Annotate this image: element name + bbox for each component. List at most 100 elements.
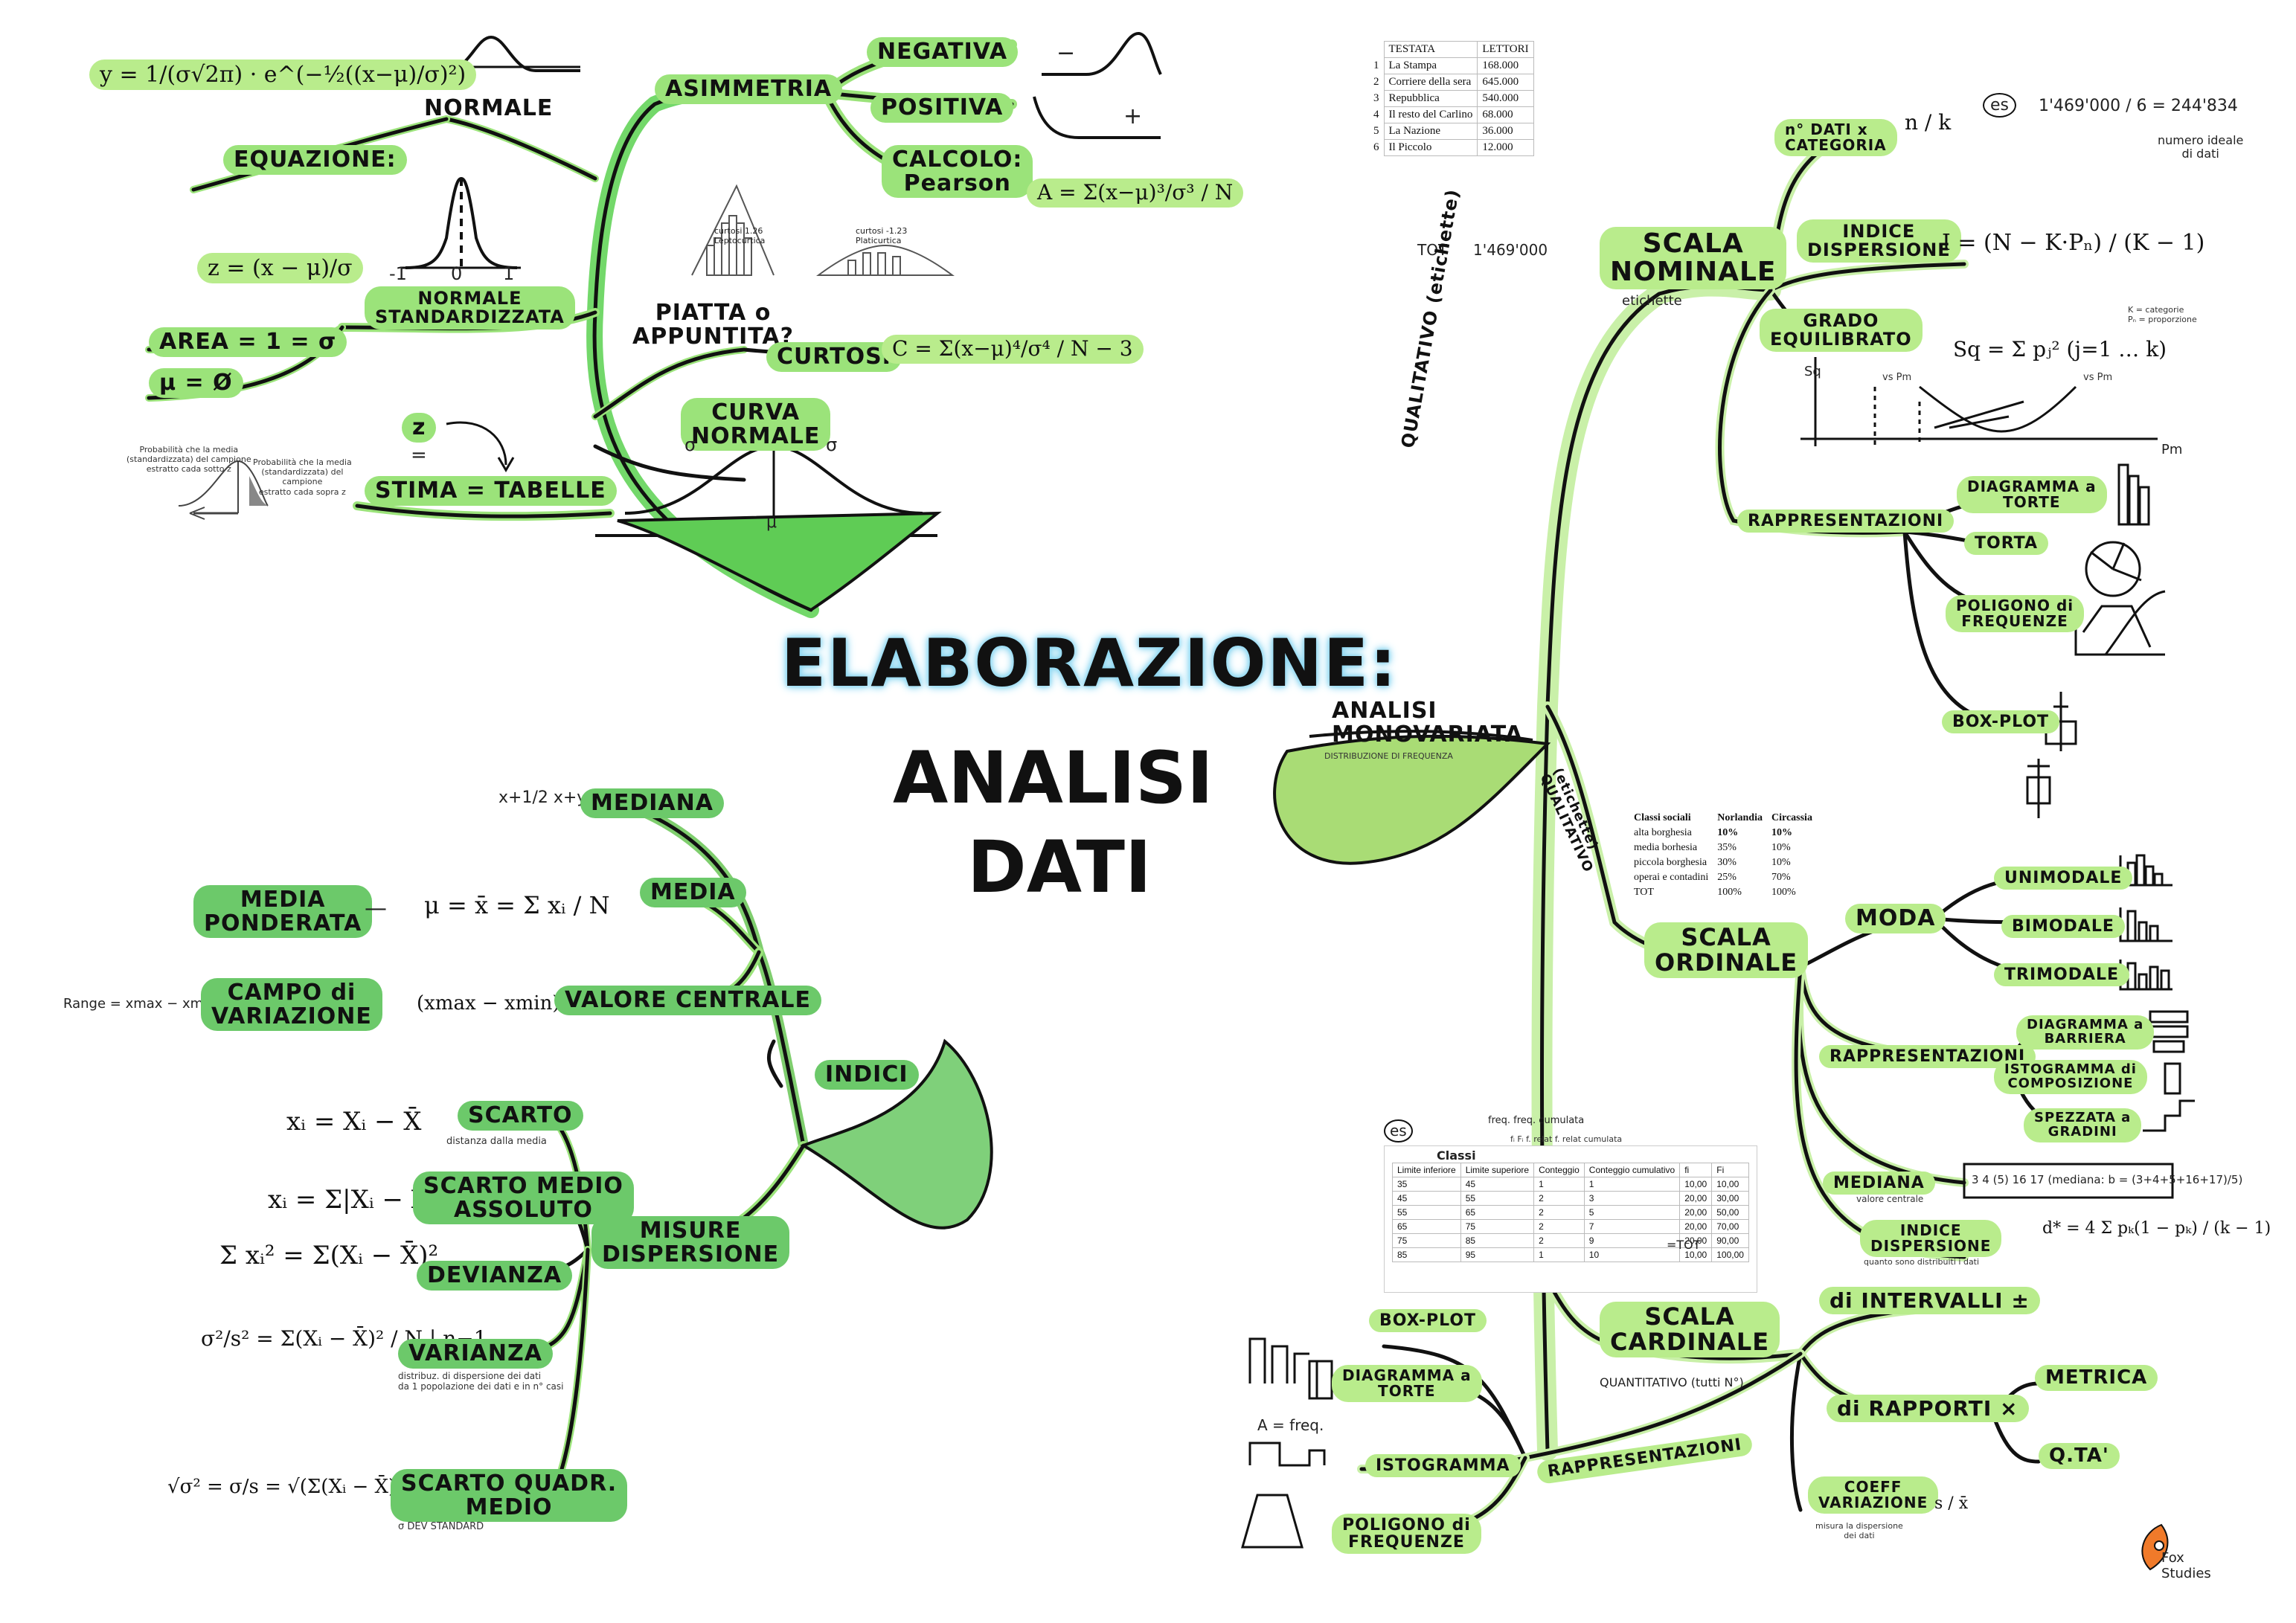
formula-indice: I = (N − K·Pₙ) / (K − 1)	[1942, 230, 2205, 256]
label-es: es	[1983, 93, 2016, 118]
node-box-plot: BOX-PLOT	[1942, 710, 2060, 734]
class-cell: 10%	[1771, 827, 1792, 838]
node-poligono-cardinale: POLIGONO di FREQUENZE	[1332, 1514, 1481, 1555]
formula-z: z = (x − μ)/σ	[197, 253, 363, 283]
freq-header-cell: Fi	[1711, 1163, 1749, 1178]
freq-cell: 90,00	[1711, 1233, 1749, 1249]
label-prob-left: Probabilità che la media (standardizzata…	[126, 445, 251, 475]
class-header: Classi sociali	[1634, 812, 1691, 823]
class-cell: media borhesia	[1634, 842, 1698, 853]
freq-cell: 10	[1583, 1247, 1681, 1263]
node-trimodale: TRIMODALE	[1994, 963, 2130, 987]
class-cell: 10%	[1771, 842, 1791, 853]
node-asimmetria: ASIMMETRIA	[655, 74, 843, 104]
tot-label: TOT	[1417, 241, 1448, 259]
table-cell: Il resto del Carlino	[1383, 106, 1478, 123]
node-devianza: DEVIANZA	[417, 1261, 573, 1291]
node-istogramma-composizione: ISTOGRAMMA di COMPOSIZIONE	[1994, 1060, 2147, 1094]
freq-cell: 30,00	[1711, 1191, 1749, 1206]
node-curva-normale: CURVA NORMALE	[681, 398, 831, 451]
node-negativa: NEGATIVA	[867, 37, 1019, 67]
formula-gaussian: y = 1/(σ√2π) · e^(−½((x−μ)/σ)²)	[89, 60, 477, 90]
formula-asimmetria: A = Σ(x−μ)³/σ³ / N	[1027, 179, 1244, 208]
table-cell: 168.000	[1477, 57, 1534, 74]
formula-valore-centrale: (xmax − xmin)/2	[417, 992, 579, 1015]
freq-cell: 2	[1533, 1219, 1585, 1235]
node-analisi-monovariata: ANALISI MONOVARIATA	[1332, 698, 1524, 748]
table-cell: Repubblica	[1383, 90, 1478, 107]
note-scarto: distanza dalla media	[446, 1136, 547, 1147]
freq-cell: 1	[1533, 1247, 1585, 1263]
freq-cell: 85	[1460, 1233, 1535, 1249]
freq-cell: 9	[1583, 1233, 1681, 1249]
freq-cell: 85	[1392, 1247, 1461, 1263]
node-valore-centrale: VALORE CENTRALE	[554, 986, 821, 1015]
tot-value: 1'469'000	[1473, 241, 1548, 259]
freq-cell: 2	[1533, 1205, 1585, 1221]
freq-header-cell: Conteggio	[1533, 1163, 1585, 1178]
freq-cell: 7	[1583, 1219, 1681, 1235]
table-header-testata: TESTATA	[1383, 41, 1478, 58]
class-tot: 100%	[1717, 887, 1742, 898]
axis-vs-pm-right: vs Pm	[2083, 372, 2113, 383]
node-equazione: EQUAZIONE:	[223, 145, 407, 175]
node-indice-dispersione-ordinale: INDICE DISPERSIONE	[1860, 1220, 2002, 1257]
table-cell: La Nazione	[1383, 123, 1478, 140]
node-moda: MODA	[1845, 904, 1946, 933]
node-misure-dispersione: MISURE DISPERSIONE	[591, 1216, 790, 1269]
node-mediana: MEDIANA	[580, 788, 724, 818]
freq-cell: 20,00	[1679, 1205, 1713, 1221]
node-scala-cardinale: SCALA CARDINALE	[1600, 1302, 1780, 1358]
table-cell: 1	[1373, 60, 1379, 71]
class-tot: TOT	[1634, 887, 1654, 898]
label-equals: =	[411, 444, 427, 466]
formula-d-star: d* = 4 Σ pₖ(1 − pₖ) / (k − 1)	[2042, 1219, 2271, 1238]
freq-cell: 70,00	[1711, 1219, 1749, 1235]
node-normale-standardizzata: NORMALE STANDARDIZZATA	[365, 286, 575, 330]
freq-cell: 75	[1460, 1219, 1535, 1235]
table-header-index	[1369, 42, 1384, 58]
formula-range: Range = xmax − xmin	[63, 996, 216, 1012]
node-scarto-medio-assoluto: SCARTO MEDIO ASSOLUTO	[413, 1172, 634, 1224]
node-indice-dispersione: INDICE DISPERSIONE	[1797, 219, 1961, 263]
axis-pm: Pm	[2161, 442, 2183, 457]
class-cell: 10%	[1771, 857, 1791, 868]
node-normale: NORMALE	[424, 95, 554, 121]
class-cell: 70%	[1771, 872, 1791, 883]
class-cell: 25%	[1717, 872, 1737, 883]
note-etichette: etichette	[1622, 293, 1682, 309]
freq-header: freq. freq. cumulata	[1488, 1115, 1585, 1126]
node-area: AREA = 1 = σ	[149, 327, 347, 357]
table-cell: 12.000	[1477, 139, 1534, 156]
node-diagramma-barriera: DIAGRAMMA a BARRIERA	[2016, 1015, 2155, 1050]
brand-fox-studies: Fox Studies	[2161, 1550, 2211, 1581]
table-cell: 36.000	[1477, 123, 1534, 140]
tick-minus-one: -1	[389, 263, 407, 284]
table-cell: 3	[1373, 92, 1379, 104]
formula-n-k: n / k	[1905, 110, 1952, 135]
node-grado-equilibrato: GRADO EQUILIBRATO	[1760, 309, 1923, 353]
freq-cell: 10,00	[1679, 1247, 1713, 1263]
formula-cv: s / x̄	[1934, 1494, 1969, 1513]
freq-title: Classi	[1437, 1148, 1476, 1163]
node-diagramma-torte: DIAGRAMMA a TORTE	[1957, 476, 2107, 513]
table-cell: 540.000	[1477, 90, 1534, 107]
freq-cell: 20,00	[1679, 1219, 1713, 1235]
freq-es-label: es	[1384, 1119, 1413, 1142]
node-n-dati-categoria: n° DATI x CATEGORIA	[1774, 119, 1897, 156]
freq-header-cell: Limite inferiore	[1392, 1163, 1461, 1178]
node-spezzata-gradini: SPEZZATA a GRADINI	[2024, 1108, 2142, 1142]
table-cell: Il Piccolo	[1383, 139, 1478, 156]
freq-cell: 10,00	[1679, 1177, 1713, 1192]
label-plus: +	[1123, 103, 1143, 129]
label-mu-axis: μ	[766, 513, 777, 532]
axis-vs-pm-left: vs Pm	[1882, 372, 1912, 383]
freq-cell: 2	[1533, 1191, 1585, 1206]
node-metrica: METRICA	[2035, 1365, 2158, 1392]
formula-scarto-medio: xᵢ = Σ|Xᵢ − X̄|	[268, 1185, 438, 1215]
class-cell: operai e contadini	[1634, 872, 1709, 883]
